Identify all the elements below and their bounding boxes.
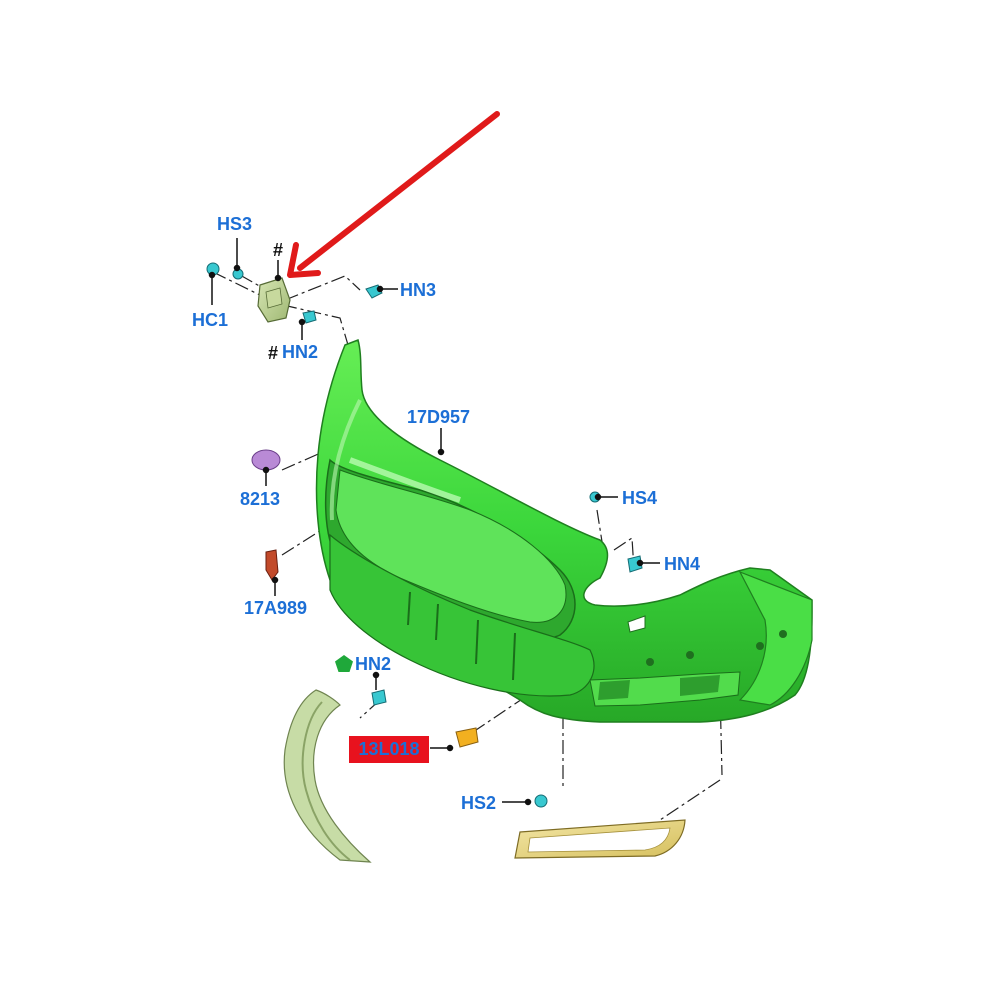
clip-hn2-top-icon: [302, 310, 317, 324]
clip-hn4-icon: [627, 555, 643, 573]
label-hs2[interactable]: HS2: [461, 793, 497, 813]
clip-hn2-bottom-icon: [371, 689, 387, 706]
label-hn2-top[interactable]: HN2: [282, 342, 319, 362]
label-13l018: 13L018: [358, 739, 420, 759]
marker-hash-bracket: #: [273, 240, 284, 260]
bracket-17a989: [265, 549, 279, 581]
label-17d957[interactable]: 17D957: [407, 407, 471, 427]
label-hs3[interactable]: HS3: [217, 214, 253, 234]
red-arrow-icon: [287, 111, 500, 278]
label-hn4[interactable]: HN4: [664, 554, 701, 574]
label-hn2-bottom[interactable]: HN2: [355, 654, 392, 674]
label-hn3[interactable]: HN3: [400, 280, 437, 300]
leader-lines: [208, 238, 660, 806]
clip-hs2-icon: [534, 794, 548, 808]
label-hc1[interactable]: HC1: [192, 310, 229, 330]
marker-hash-hn2: #: [268, 343, 279, 363]
label-8213[interactable]: 8213: [240, 489, 281, 509]
tow-eye-cover-13l018: [455, 727, 479, 748]
label-17a989[interactable]: 17A989: [244, 598, 308, 618]
label-hs4[interactable]: HS4: [622, 488, 658, 508]
fastener-clips: [206, 262, 643, 808]
green-pentagon-icon: [335, 655, 353, 672]
bumper-cover: [315, 339, 813, 723]
mounting-bracket: [257, 277, 291, 323]
highlight-13l018[interactable]: 13L018: [349, 736, 429, 763]
